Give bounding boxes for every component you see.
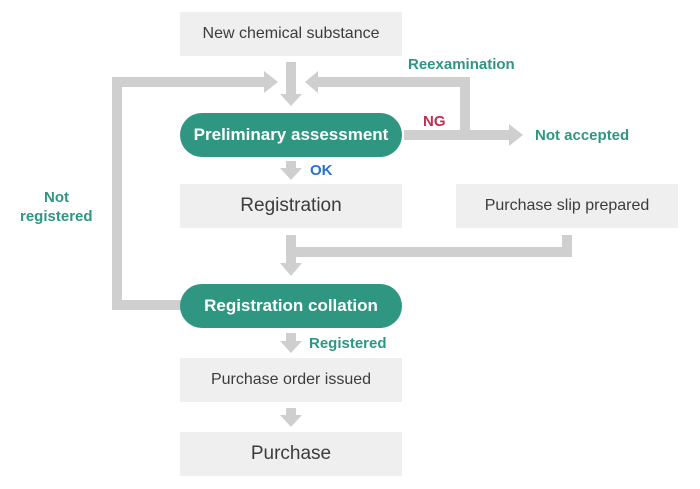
arrow-down-icon [280, 94, 302, 106]
node-label: Purchase slip prepared [484, 197, 650, 214]
node-label: Purchase order issued [210, 371, 372, 388]
label-registered: Registered [309, 335, 387, 352]
node-registration: Registration [180, 184, 402, 228]
connector-slip-down [562, 235, 572, 257]
label-not-accepted: Not accepted [535, 127, 630, 144]
connector-slip-left [286, 247, 572, 257]
label-reexamination: Reexamination [408, 56, 515, 73]
connector-reexamination-left [316, 77, 470, 87]
node-purchase-slip-prepared: Purchase slip prepared [456, 184, 678, 228]
node-purchase-order-issued: Purchase order issued [180, 358, 402, 402]
node-label: Registration [240, 195, 342, 216]
connector-ok [286, 161, 296, 170]
connector-not-registered-left [112, 300, 182, 310]
node-registration-collation: Registration collation [180, 284, 402, 328]
connector-new-to-assessment [286, 62, 296, 96]
label-not-registered-line2: registered [20, 208, 93, 225]
node-new-chemical-substance: New chemical substance [180, 12, 402, 56]
connector-not-registered-top [112, 77, 266, 87]
label-ng: NG [423, 113, 446, 130]
arrow-down-icon [280, 341, 302, 353]
arrow-down-icon [280, 168, 302, 180]
label-not-registered-line1: Not [44, 189, 69, 206]
connector-reexamination-up [460, 77, 470, 133]
connector-order-to-purchase [286, 408, 296, 417]
connector-ng-right [404, 130, 511, 140]
arrow-right-icon [509, 124, 523, 146]
node-label: Preliminary assessment [193, 125, 389, 144]
node-label: Registration collation [204, 296, 378, 315]
node-preliminary-assessment: Preliminary assessment [180, 113, 402, 157]
label-ok: OK [310, 162, 333, 179]
arrow-right-icon [264, 71, 278, 93]
connector-registered [286, 333, 296, 343]
node-purchase: Purchase [180, 432, 402, 476]
arrow-down-icon [280, 263, 302, 276]
connector-not-registered-up [112, 77, 122, 310]
arrow-down-icon [280, 415, 302, 427]
node-label: New chemical substance [202, 25, 380, 42]
arrow-left-icon [305, 71, 318, 93]
node-label: Purchase [250, 443, 332, 464]
